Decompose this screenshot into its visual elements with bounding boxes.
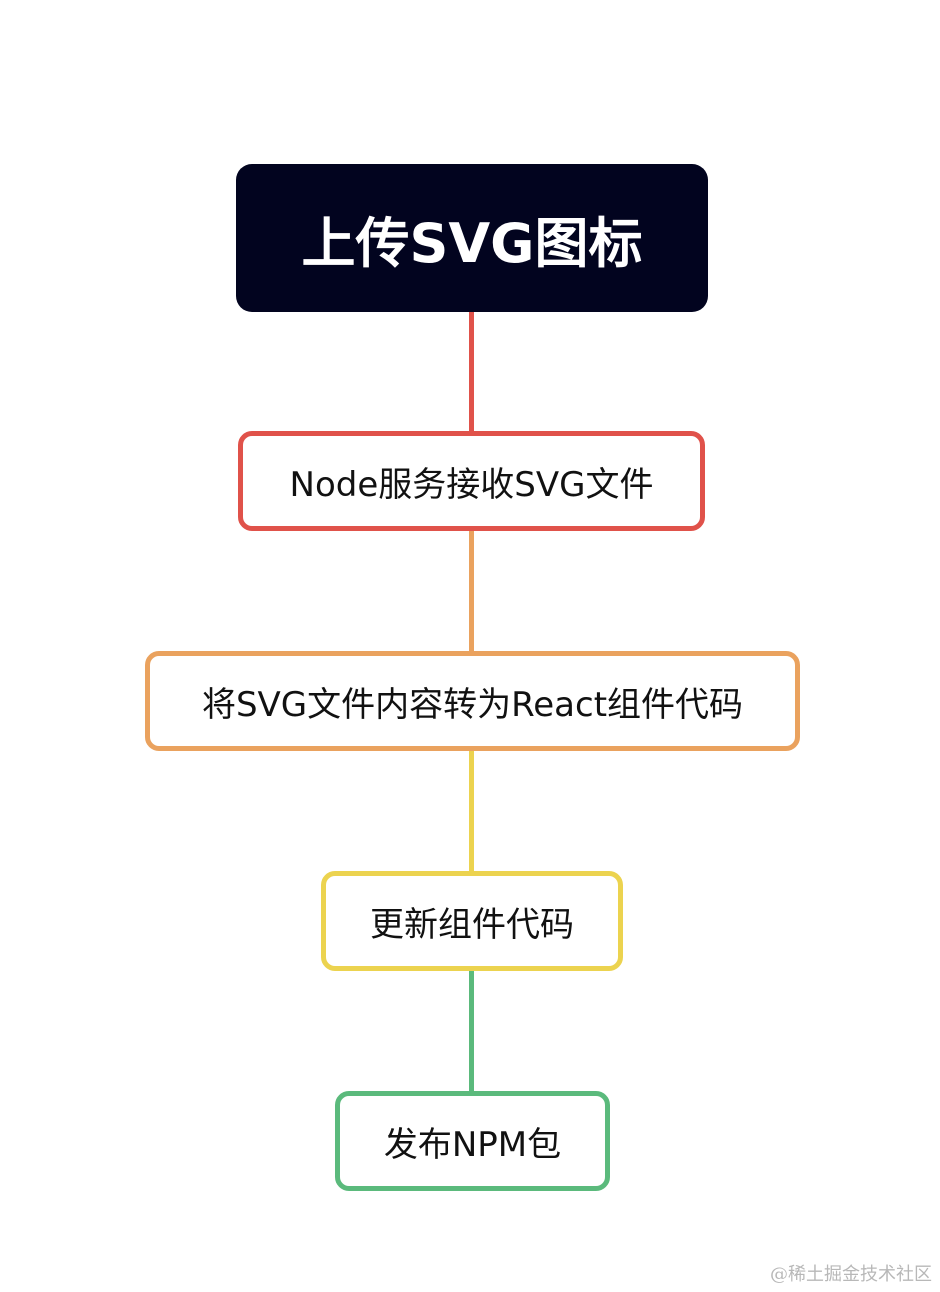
step-node-receive-svg: Node服务接收SVG文件 [238,431,705,531]
step-node-convert-to-react: 将SVG文件内容转为React组件代码 [145,651,800,751]
step-node-publish-npm: 发布NPM包 [335,1091,610,1191]
connector-step-2-to-step-3 [469,749,474,873]
watermark: @稀土掘金技术社区 [770,1264,932,1285]
step-node-label: 将SVG文件内容转为React组件代码 [201,684,744,725]
step-node-label: Node服务接收SVG文件 [289,464,654,505]
connector-step-3-to-step-4 [469,969,474,1093]
step-node-label: 发布NPM包 [383,1124,562,1165]
connector-step-1-to-step-2 [469,529,474,653]
step-node-label: 更新组件代码 [370,904,574,945]
step-node-update-component: 更新组件代码 [321,871,623,971]
connector-root-to-step-1 [469,311,474,433]
root-node: 上传SVG图标 [236,164,708,312]
root-node-label: 上传SVG图标 [301,211,643,275]
